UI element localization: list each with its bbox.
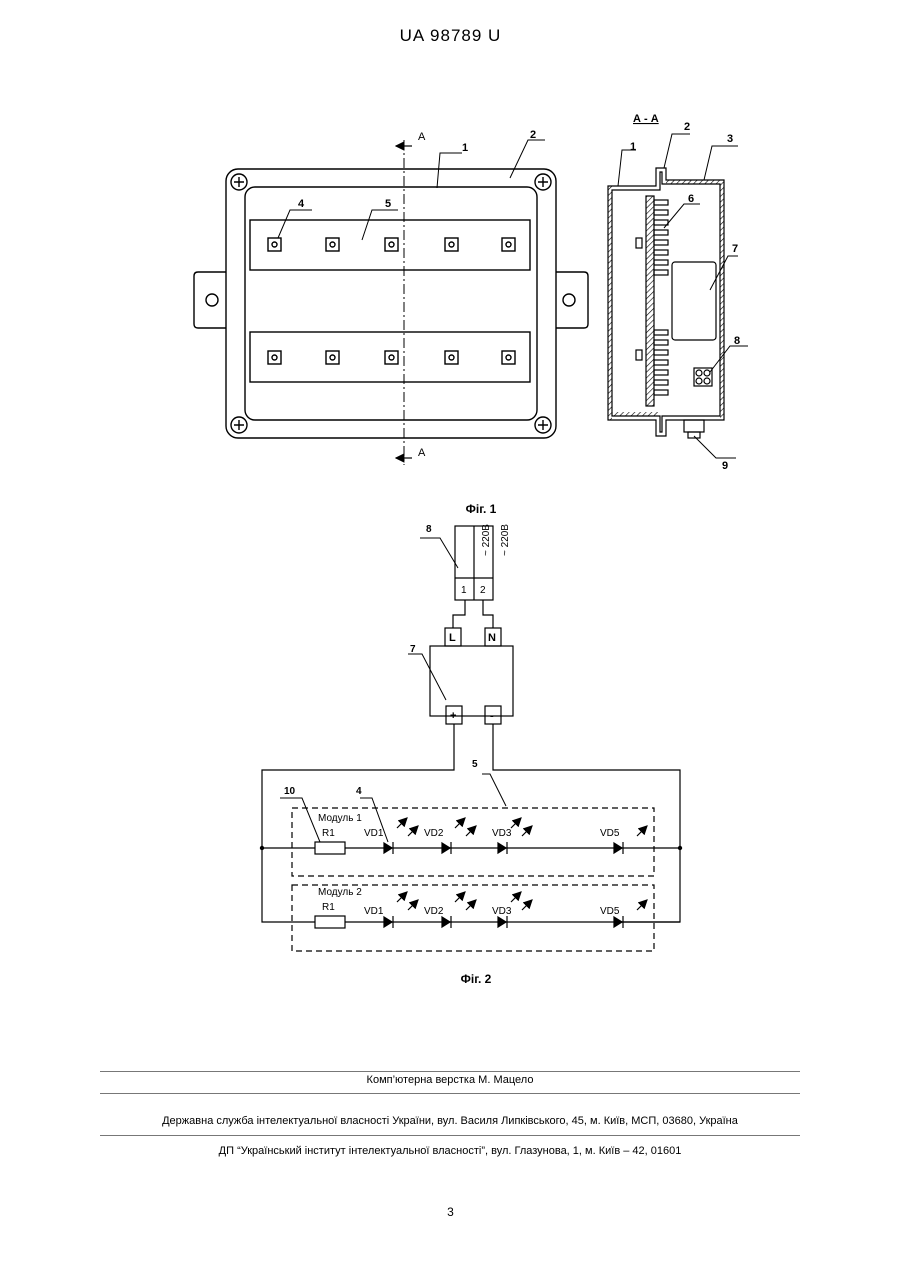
svg-text:1: 1 xyxy=(630,141,636,153)
svg-text:4: 4 xyxy=(356,786,362,797)
agency-address: Державна служба інтелектуальної власност… xyxy=(100,1115,800,1127)
fig1-section-view: А - А xyxy=(608,113,748,458)
institute-address: ДП “Український інститут інтелектуальної… xyxy=(100,1145,800,1157)
fig2-caption: Фіг. 2 xyxy=(436,972,516,986)
fig2-labels: ~ 220В ~ 220В 1 2 L N + - 8 7 5 10 4 Мод… xyxy=(284,524,620,917)
svg-text:2: 2 xyxy=(530,129,536,141)
led-row-bottom xyxy=(268,351,515,364)
svg-text:VD1: VD1 xyxy=(364,828,384,839)
svg-text:VD3: VD3 xyxy=(492,828,512,839)
svg-text:3: 3 xyxy=(727,133,733,145)
svg-text:2: 2 xyxy=(684,121,690,133)
svg-text:-: - xyxy=(490,710,494,722)
svg-text:VD5: VD5 xyxy=(600,906,620,917)
svg-text:4: 4 xyxy=(298,198,305,210)
fig1-front-labels: А А 1 2 4 5 xyxy=(298,129,536,459)
terminal-label-1: ~ 220В xyxy=(481,524,492,556)
svg-text:+: + xyxy=(450,710,456,722)
terminal-label-2: ~ 220В xyxy=(500,524,511,556)
module-2-name: Модуль 2 xyxy=(318,887,362,898)
section-marker-bottom: А xyxy=(418,447,426,459)
svg-text:1: 1 xyxy=(461,585,467,596)
section-title: А - А xyxy=(633,113,659,125)
fig1-caption: Фіг. 1 xyxy=(441,502,521,516)
svg-text:8: 8 xyxy=(426,524,432,535)
svg-text:VD5: VD5 xyxy=(600,828,620,839)
led-row-top xyxy=(268,238,515,251)
svg-text:VD3: VD3 xyxy=(492,906,512,917)
layout-credit: Комп’ютерна верстка М. Мацело xyxy=(100,1074,800,1086)
svg-text:VD1: VD1 xyxy=(364,906,384,917)
svg-text:R1: R1 xyxy=(322,828,335,839)
svg-text:8: 8 xyxy=(734,335,740,347)
svg-text:VD2: VD2 xyxy=(424,828,444,839)
svg-text:1: 1 xyxy=(462,142,468,154)
svg-text:5: 5 xyxy=(472,759,478,770)
svg-text:6: 6 xyxy=(688,193,694,205)
footer-divider-1 xyxy=(100,1071,800,1072)
svg-text:R1: R1 xyxy=(322,902,335,913)
page-number: 3 xyxy=(0,1205,901,1219)
screw-icons xyxy=(231,174,551,433)
footer-divider-3 xyxy=(100,1135,800,1136)
svg-text:5: 5 xyxy=(385,198,391,210)
svg-text:VD2: VD2 xyxy=(424,906,444,917)
module-1-name: Модуль 1 xyxy=(318,813,362,824)
section-marker-top: А xyxy=(418,131,426,143)
footer-divider-2 xyxy=(100,1093,800,1094)
patent-drawings: А А 1 2 4 5 А - А xyxy=(0,0,901,1000)
svg-text:10: 10 xyxy=(284,786,296,797)
svg-text:7: 7 xyxy=(732,243,738,255)
svg-text:7: 7 xyxy=(410,644,416,655)
svg-text:2: 2 xyxy=(480,585,486,596)
fig1-front-view xyxy=(194,140,588,465)
svg-text:L: L xyxy=(449,632,456,644)
svg-text:N: N xyxy=(488,632,496,644)
svg-text:9: 9 xyxy=(722,460,728,472)
